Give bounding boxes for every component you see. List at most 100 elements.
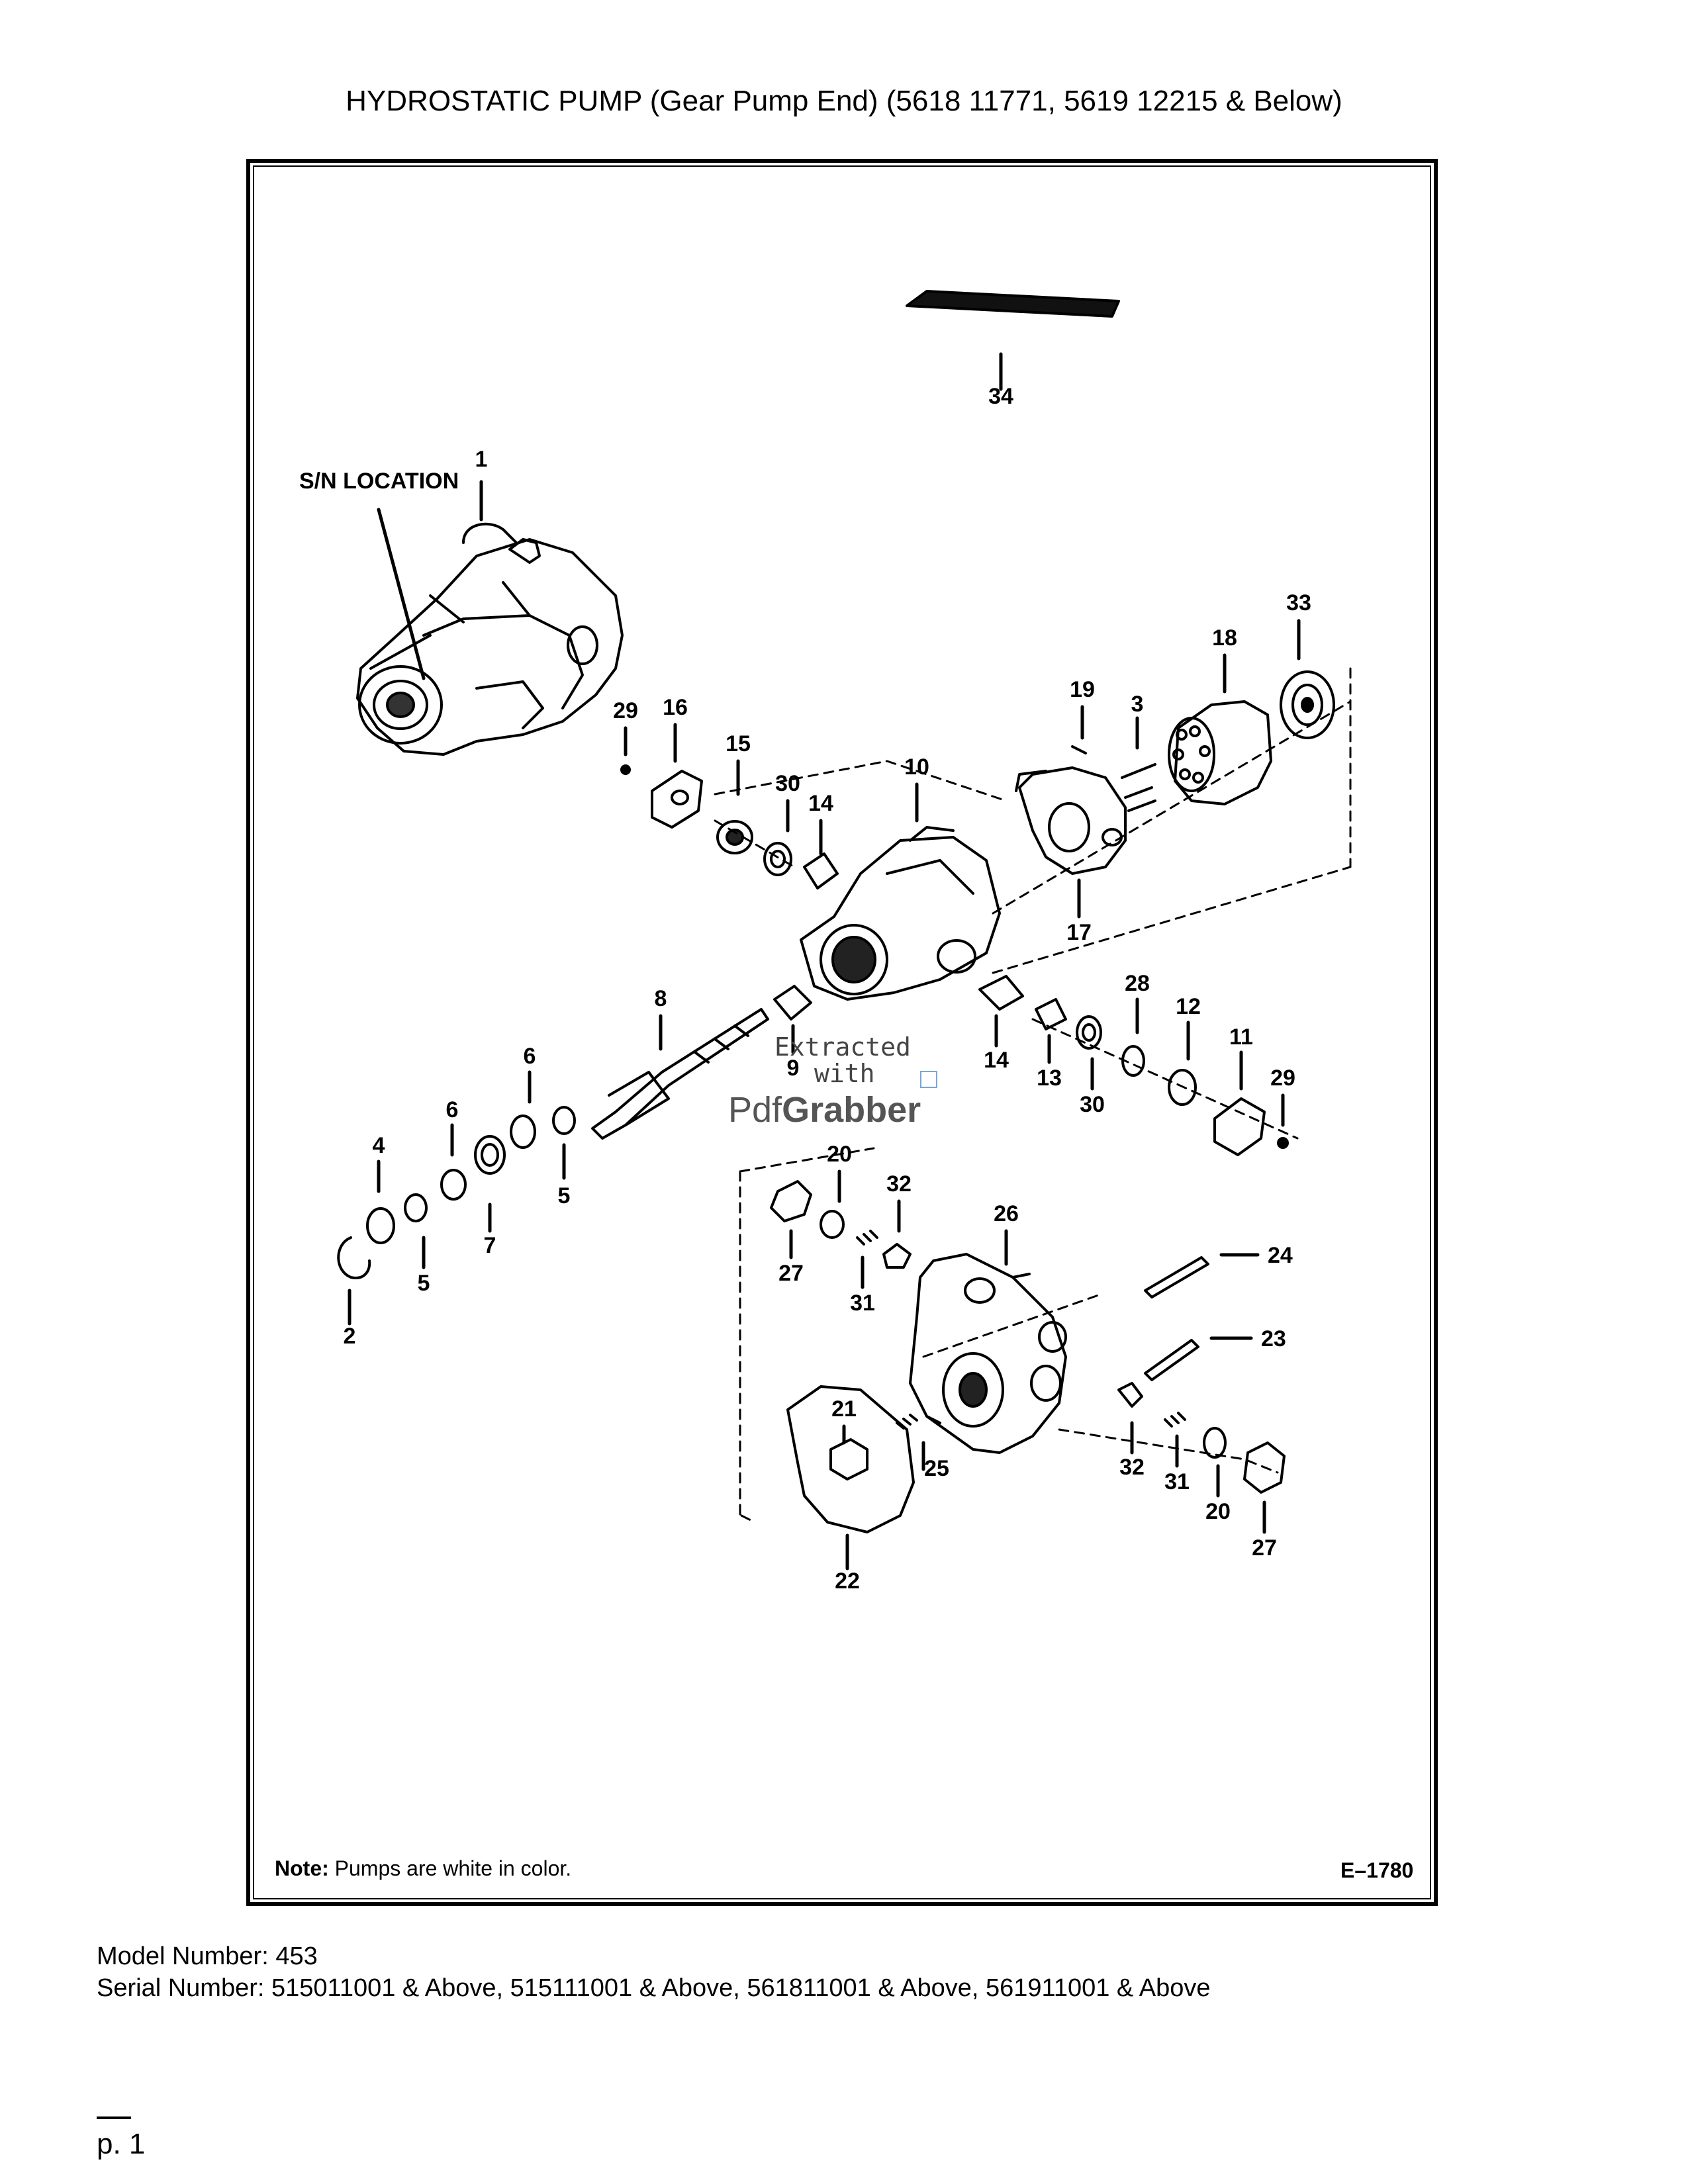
bushing-part-13 (1035, 998, 1067, 1064)
bolt-part-23 (1144, 1336, 1253, 1381)
ring-part-6-upper (510, 1070, 536, 1149)
callout-22: 22 (835, 1569, 860, 1594)
watermark-line1: Extracted (774, 1032, 911, 1062)
watermark-brand-b: Grabber (782, 1090, 921, 1130)
watermark: Extracted with PdfGrabber (728, 1032, 966, 1138)
o-ring-part-20-upper (820, 1169, 845, 1239)
callout-6-upper: 6 (524, 1044, 536, 1069)
callout-11: 11 (1229, 1024, 1253, 1050)
callout-9: 9 (787, 1056, 800, 1081)
callout-30-upper: 30 (775, 771, 800, 796)
callout-21: 21 (831, 1396, 857, 1422)
washer-part-30-top (763, 799, 792, 876)
o-ring-part-28 (1121, 997, 1145, 1077)
plug-part-27-upper (770, 1180, 812, 1259)
watermark-brand: PdfGrabber (728, 1089, 921, 1130)
diagram-note: Note: Pumps are white in color. (275, 1856, 571, 1881)
decal-part-34 (906, 290, 1120, 391)
gear-housing-part-26 (909, 1229, 1067, 1454)
spring-part-25 (896, 1414, 925, 1471)
snap-ring-part-5-lower (404, 1193, 428, 1269)
callout-4: 4 (373, 1133, 385, 1158)
cover-part-11 (1213, 1050, 1266, 1156)
callout-20-lower: 20 (1205, 1499, 1231, 1524)
callout-34: 34 (988, 384, 1013, 409)
callout-27-upper: 27 (778, 1261, 804, 1286)
ring-part-6-lower (440, 1123, 467, 1201)
callout-labels: S/N LOCATION 1 2 3 4 5 5 6 6 7 8 9 10 11… (299, 384, 1311, 1594)
callout-16: 16 (663, 695, 688, 720)
washer-part-30-lower (1076, 1015, 1102, 1091)
callout-31-lower: 31 (1164, 1469, 1190, 1494)
pump-assembly-part-1 (356, 522, 624, 756)
pin-part-19 (1071, 705, 1087, 754)
callout-14-lower: 14 (984, 1048, 1009, 1073)
callout-29-right: 29 (1270, 1066, 1295, 1091)
callout-29-left: 29 (613, 698, 638, 723)
callout-8: 8 (655, 986, 667, 1011)
callout-3: 3 (1131, 692, 1144, 717)
callout-15: 15 (726, 731, 751, 756)
plug-part-27-lower (1243, 1441, 1286, 1534)
callout-7: 7 (484, 1233, 496, 1258)
snap-ring-part-5-upper (552, 1106, 576, 1180)
plate-part-16 (651, 723, 703, 829)
callout-24: 24 (1268, 1243, 1293, 1268)
check-valve-part-32-upper (882, 1199, 912, 1269)
callout-30-lower: 30 (1080, 1092, 1105, 1117)
check-valve-part-32-lower (1117, 1382, 1143, 1455)
callout-6-lower: 6 (446, 1097, 459, 1122)
pins-part-3 (1121, 716, 1156, 812)
callout-27-lower: 27 (1252, 1535, 1277, 1561)
page-title: HYDROSTATIC PUMP (Gear Pump End) (5618 1… (346, 85, 1342, 117)
diagram-frame-inner (253, 165, 1431, 1899)
spring-part-31-lower (1164, 1412, 1186, 1468)
callout-32-lower: 32 (1119, 1455, 1145, 1480)
callout-13: 13 (1037, 1066, 1062, 1091)
page-divider (97, 2116, 131, 2119)
pin-part-29 (620, 726, 631, 775)
spring-part-31-upper (856, 1230, 878, 1289)
serial-number: Serial Number: 515011001 & Above, 515111… (97, 1974, 1211, 2002)
bolt-part-24 (1144, 1253, 1260, 1298)
watermark-brand-a: Pdf (728, 1090, 782, 1130)
model-number: Model Number: 453 (97, 1942, 318, 1970)
gasket-part-22 (786, 1385, 915, 1570)
callout-33: 33 (1286, 590, 1311, 615)
callout-5-lower: 5 (418, 1271, 430, 1296)
callout-1: 1 (475, 447, 488, 472)
diagram-frame (246, 159, 1438, 1906)
o-ring-part-12 (1168, 1021, 1197, 1106)
rotating-group-part-18 (1168, 653, 1272, 805)
callout-23: 23 (1261, 1326, 1286, 1351)
sn-location-label: S/N LOCATION (299, 469, 459, 494)
bushing-part-14-top (803, 819, 839, 889)
callout-28: 28 (1125, 971, 1150, 996)
callout-5-upper: 5 (558, 1183, 571, 1208)
gear-part-21 (829, 1424, 868, 1480)
callout-17: 17 (1066, 920, 1092, 945)
callout-10: 10 (904, 754, 929, 780)
drawing-code: E–1780 (1340, 1858, 1414, 1882)
callout-19: 19 (1070, 677, 1095, 702)
callout-32-upper: 32 (886, 1171, 912, 1197)
ring-part-4 (366, 1160, 395, 1244)
bushing-part-9 (773, 985, 812, 1054)
callout-20-upper: 20 (827, 1142, 852, 1167)
swashplate-part-17 (1015, 766, 1127, 919)
shaft-part-8 (591, 1008, 769, 1140)
callout-31-upper: 31 (850, 1291, 875, 1316)
o-ring-part-20-lower (1203, 1427, 1227, 1498)
page-number: p. 1 (97, 2128, 146, 2160)
bearing-part-7 (474, 1135, 506, 1233)
callout-2: 2 (344, 1324, 356, 1349)
callout-18: 18 (1212, 625, 1237, 651)
screw-part-29-right (1277, 1093, 1289, 1149)
note-prefix: Note: (275, 1856, 329, 1880)
callout-26: 26 (994, 1201, 1019, 1226)
sn-location-leader (377, 508, 426, 680)
note-text: Pumps are white in color. (328, 1856, 572, 1880)
valve-plate-part-33 (1280, 619, 1335, 739)
watermark-line2: with (814, 1059, 875, 1088)
